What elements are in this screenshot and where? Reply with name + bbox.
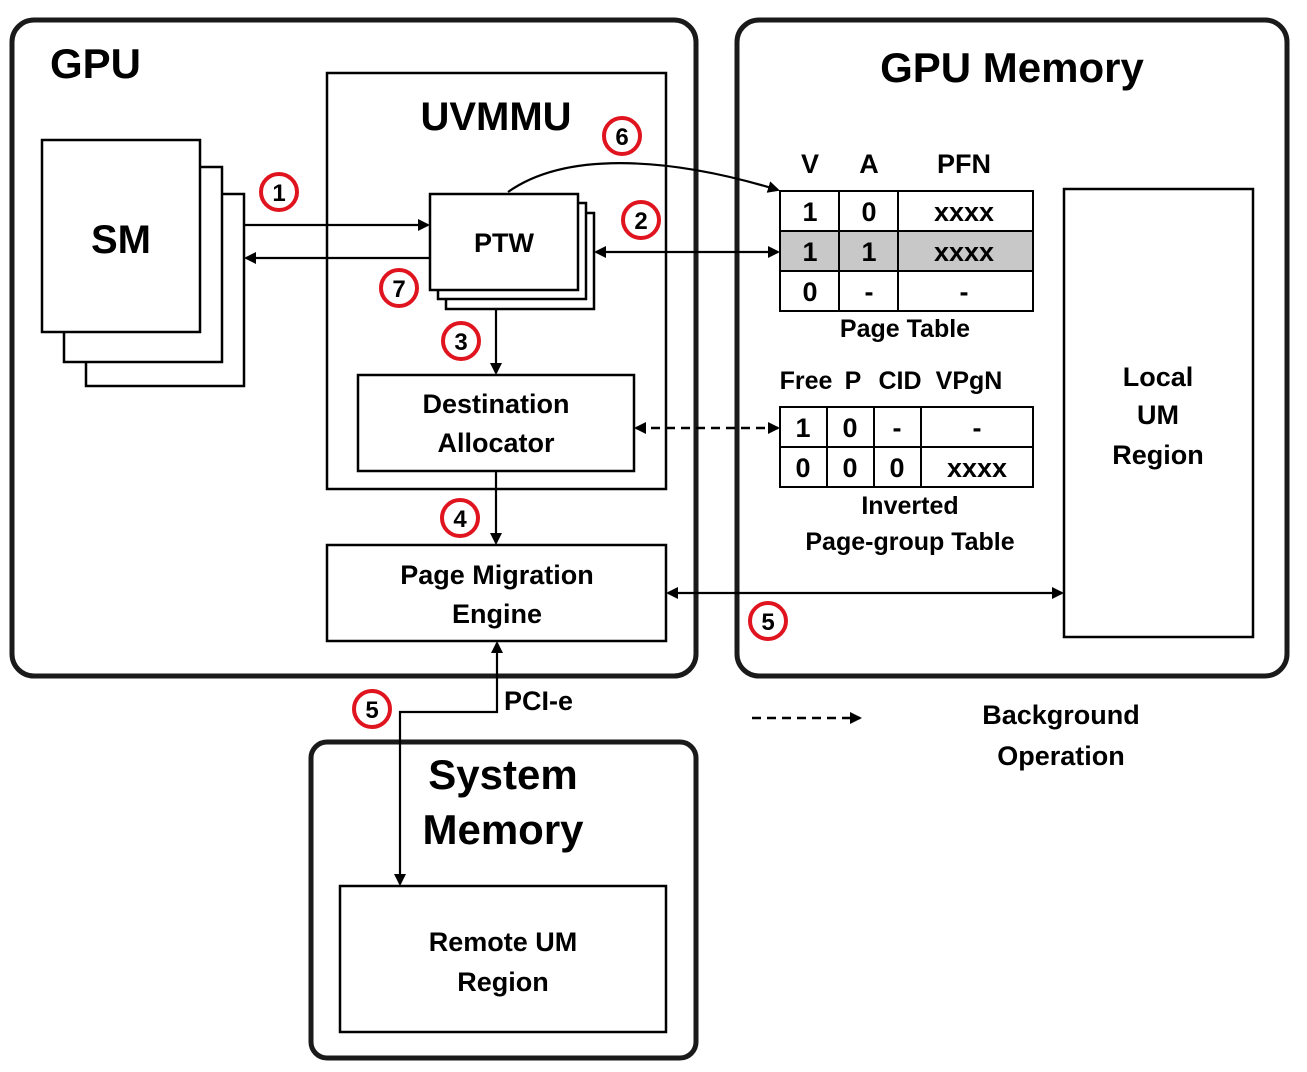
inverted-table-cell [873, 446, 922, 488]
step-number: 5 [761, 609, 774, 636]
step-circle [621, 200, 661, 240]
step-badge-5-remote: 5 [352, 689, 392, 729]
step-circle [379, 268, 419, 308]
inverted-table-value: 0 [842, 413, 857, 443]
ptw-box-front [428, 192, 580, 292]
step-circle [440, 498, 480, 538]
page-table-value: 1 [861, 237, 876, 267]
gpu-title: GPU [50, 40, 141, 87]
inverted-table-caption-1: Inverted [861, 492, 958, 520]
page-table-value: - [865, 277, 874, 307]
step-badge-4: 4 [440, 498, 480, 538]
step-circle [352, 689, 392, 729]
gpu-memory-title: GPU Memory [880, 44, 1144, 91]
page-table-cell [897, 190, 1034, 232]
inverted-table-value: 0 [795, 453, 810, 483]
arrow-migration-engine-remote-um [394, 641, 503, 886]
sm-label: SM [91, 218, 151, 262]
inverted-table-value: 1 [795, 413, 810, 443]
inverted-page-group-table: 1 0 - - 0 0 0 xxxx [779, 406, 1034, 488]
page-table-cell-highlight [897, 230, 1034, 272]
page-table-cell [779, 270, 840, 312]
inverted-table-header-p: P [845, 367, 862, 395]
uvmmu-title: UVMMU [420, 95, 571, 139]
inverted-table-cell [826, 446, 875, 488]
step-badge-2: 2 [621, 200, 661, 240]
step-badge-5-local: 5 [748, 601, 788, 641]
step-badge-7: 7 [379, 268, 419, 308]
inverted-table-header-free: Free [780, 367, 833, 395]
ptw-label: PTW [474, 228, 535, 258]
destination-allocator-label-2: Allocator [437, 428, 555, 458]
system-memory-label-1: System [428, 751, 577, 798]
page-table-cell [897, 270, 1034, 312]
inverted-table-header-cid: CID [878, 367, 921, 395]
local-um-label-3: Region [1112, 440, 1204, 470]
step-number: 6 [615, 124, 628, 151]
page-table-header-pfn: PFN [937, 149, 991, 179]
inverted-table-value: 0 [842, 453, 857, 483]
inverted-table-caption-2: Page-group Table [805, 528, 1014, 556]
inverted-table-value: 0 [889, 453, 904, 483]
remote-um-region-box [338, 884, 668, 1034]
inverted-table-cell [920, 446, 1034, 488]
step-number: 1 [272, 180, 285, 207]
system-memory-label-2: Memory [422, 806, 584, 853]
page-migration-engine-label-2: Engine [452, 599, 542, 629]
page-table-header-a: A [859, 149, 879, 179]
arrow-ptw-to-page-table-update [507, 162, 780, 193]
step-badge-1: 1 [259, 172, 299, 212]
page-table-value: 1 [802, 237, 817, 267]
page-table-value: 1 [802, 197, 817, 227]
page-migration-engine-box [325, 543, 668, 643]
local-um-label-2: UM [1137, 400, 1179, 430]
legend-label-1: Background [982, 700, 1140, 730]
remote-um-label-1: Remote UM [429, 927, 578, 957]
step-number: 3 [454, 329, 467, 356]
step-badge-6: 6 [602, 116, 642, 156]
local-um-label-1: Local [1123, 362, 1194, 392]
inverted-table-value: xxxx [947, 453, 1007, 483]
inverted-table-value: - [893, 413, 902, 443]
page-table-caption: Page Table [840, 315, 970, 343]
step-number: 5 [365, 697, 378, 724]
step-circle [259, 172, 299, 212]
destination-allocator-box [356, 373, 636, 473]
page-migration-engine-label-1: Page Migration [400, 560, 594, 590]
page-table-cell [779, 190, 840, 232]
sm-box-front [40, 138, 202, 334]
step-number: 2 [634, 208, 647, 235]
page-table-value: xxxx [934, 197, 994, 227]
step-circle [441, 321, 481, 361]
page-table-header-v: V [801, 149, 819, 179]
local-um-region-box [1062, 187, 1255, 639]
inverted-table-value: - [973, 413, 982, 443]
page-table-value: - [960, 277, 969, 307]
page-table-value: xxxx [934, 237, 994, 267]
destination-allocator-label-1: Destination [422, 389, 569, 419]
step-circle [748, 601, 788, 641]
step-circle [602, 116, 642, 156]
step-number: 4 [453, 506, 467, 533]
page-table-value: 0 [802, 277, 817, 307]
page-table-value: 0 [861, 197, 876, 227]
pcie-label: PCI-e [504, 686, 573, 716]
remote-um-label-2: Region [457, 967, 549, 997]
page-table: 1 0 xxxx 1 1 xxxx 0 - - [779, 190, 1034, 312]
step-number: 7 [392, 276, 405, 303]
page-table-cell [838, 270, 899, 312]
step-badge-3: 3 [441, 321, 481, 361]
inverted-table-header-vpgn: VPgN [936, 367, 1003, 395]
legend-label-2: Operation [997, 741, 1125, 771]
